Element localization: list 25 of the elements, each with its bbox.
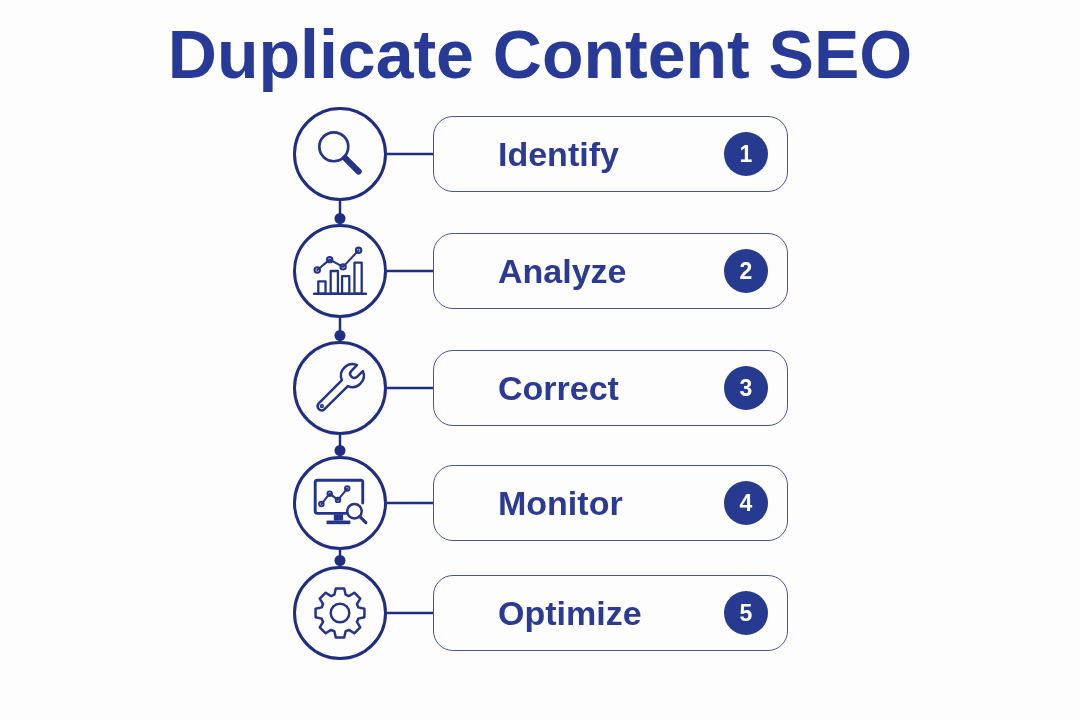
step-box: [433, 116, 788, 192]
step-number: 5: [724, 591, 768, 635]
step-box: [433, 575, 788, 651]
diagram-title: Duplicate Content SEO: [167, 15, 913, 94]
step-label: Identify: [498, 134, 619, 175]
step-label: Monitor: [498, 483, 623, 524]
step-number: 3: [724, 366, 768, 410]
connector-line: [334, 550, 346, 566]
connector-line: [334, 435, 346, 456]
connector-line: [387, 611, 433, 615]
connector-line: [387, 386, 433, 390]
step-number: 2: [724, 249, 768, 293]
step-box: [433, 465, 788, 541]
step-number: 1: [724, 132, 768, 176]
step-number: 4: [724, 481, 768, 525]
connector-line: [387, 269, 433, 273]
connector-line: [387, 152, 433, 156]
step-label: Correct: [498, 368, 619, 409]
step-box: [433, 350, 788, 426]
step-box: [433, 233, 788, 309]
connector-line: [334, 201, 346, 224]
step-label: Optimize: [498, 593, 642, 634]
connector-line: [334, 318, 346, 341]
step-label: Analyze: [498, 251, 627, 292]
connector-line: [387, 501, 433, 505]
